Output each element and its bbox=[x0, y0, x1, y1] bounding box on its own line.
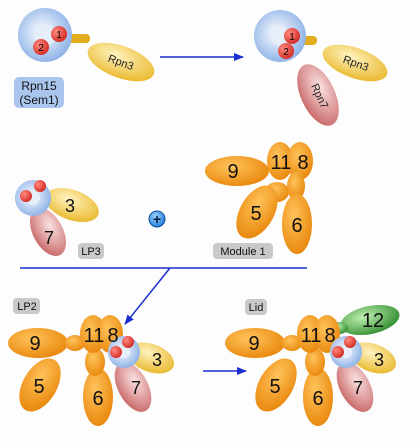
rpn7-subunit bbox=[297, 64, 339, 126]
binding-site-1 bbox=[284, 28, 300, 44]
lp3-label: LP3 bbox=[81, 246, 101, 258]
subunit-7 bbox=[29, 207, 67, 257]
subunit-5-label: 5 bbox=[33, 376, 44, 398]
subunit-9 bbox=[8, 328, 68, 358]
lp3-tag bbox=[78, 243, 104, 259]
subunit-12 bbox=[340, 304, 400, 336]
connector-b bbox=[305, 348, 325, 376]
subunit-6-label: 6 bbox=[312, 388, 323, 410]
binding-site-2 bbox=[278, 43, 294, 59]
plus-sign: + bbox=[148, 210, 166, 228]
subunit-6 bbox=[83, 368, 113, 426]
subunit-9 bbox=[225, 328, 285, 358]
module-1-tag bbox=[213, 243, 273, 259]
rpn15-label: Rpn15 bbox=[21, 79, 57, 93]
lid-complex: Lid 12 9 11 8 5 6 3 7 bbox=[225, 299, 400, 426]
connector-b bbox=[287, 172, 305, 200]
binding-site-1 bbox=[344, 336, 356, 348]
connector-b bbox=[85, 348, 105, 376]
subunit-8-label: 8 bbox=[297, 152, 308, 174]
complex-rpn15-rpn3: 1 2 Rpn3 Rpn15 (Sem1) bbox=[14, 8, 155, 108]
subunit-5 bbox=[255, 358, 297, 412]
lid-tag bbox=[245, 299, 267, 315]
lp3-complex: 3 7 LP3 bbox=[15, 180, 104, 259]
binding-site-2 bbox=[332, 346, 344, 358]
subunit-3-label: 3 bbox=[65, 196, 75, 216]
subunit-11-label: 11 bbox=[84, 325, 105, 347]
subunit-6 bbox=[282, 194, 312, 254]
lp2-label: LP2 bbox=[17, 301, 37, 313]
subunit-8-label: 8 bbox=[324, 325, 335, 347]
subunit-9-label: 9 bbox=[227, 161, 238, 183]
lp2-complex: LP2 9 11 8 5 6 3 7 bbox=[8, 298, 175, 426]
arrow-diagonal bbox=[124, 267, 171, 325]
binding-site-2 bbox=[33, 39, 49, 55]
module-1: 9 11 8 5 6 Module 1 bbox=[205, 142, 313, 259]
subunit-3-label: 3 bbox=[374, 350, 384, 370]
complex-rpn15-rpn3-rpn7: 1 2 Rpn3 Rpn7 bbox=[254, 10, 388, 126]
site-1-label: 1 bbox=[56, 30, 62, 41]
subunit-7-label: 7 bbox=[131, 378, 141, 398]
subunit-6-label: 6 bbox=[92, 388, 103, 410]
subunit-8 bbox=[287, 142, 313, 180]
subunit-5-label: 5 bbox=[250, 203, 261, 225]
binding-site-1 bbox=[51, 26, 67, 42]
rpn3-subunit bbox=[322, 44, 388, 82]
subunit-9 bbox=[205, 156, 269, 186]
subunit-11 bbox=[267, 142, 293, 180]
subunit-8-label: 8 bbox=[107, 325, 118, 347]
svg-text:+: + bbox=[153, 211, 161, 227]
subunit-7 bbox=[114, 362, 152, 412]
subunit-3-label: 3 bbox=[152, 350, 162, 370]
subunit-12-label: 12 bbox=[362, 310, 384, 332]
module-1-label: Module 1 bbox=[220, 246, 265, 258]
connector-a bbox=[65, 335, 85, 351]
subunit-5 bbox=[236, 185, 278, 239]
subunit-9-label: 9 bbox=[248, 333, 259, 355]
subunit-3 bbox=[45, 187, 99, 223]
site-2-label: 2 bbox=[283, 47, 289, 58]
subunit-7 bbox=[336, 362, 374, 412]
subunit-5 bbox=[19, 358, 61, 412]
subunit-7-label: 7 bbox=[353, 378, 363, 398]
lid-label: Lid bbox=[249, 302, 264, 314]
subunit-11-label: 11 bbox=[301, 325, 322, 347]
subunit-9-label: 9 bbox=[29, 333, 40, 355]
sem1-label: (Sem1) bbox=[19, 93, 58, 107]
subunit-5-label: 5 bbox=[269, 376, 280, 398]
site-2-label: 2 bbox=[38, 43, 44, 54]
binding-site-1 bbox=[34, 180, 46, 192]
subunit-6 bbox=[303, 368, 333, 426]
subunit-6-label: 6 bbox=[291, 215, 302, 237]
binding-site-2 bbox=[20, 190, 32, 202]
subunit-7-label: 7 bbox=[44, 228, 54, 248]
site-1-label: 1 bbox=[289, 32, 295, 43]
subunit-11-label: 11 bbox=[271, 152, 292, 174]
binding-site-2 bbox=[110, 346, 122, 358]
binding-site-1 bbox=[122, 336, 134, 348]
lp2-tag bbox=[13, 298, 40, 314]
rpn3-subunit bbox=[87, 42, 155, 82]
rpn15-tag bbox=[14, 77, 64, 108]
connector-a bbox=[282, 335, 302, 351]
